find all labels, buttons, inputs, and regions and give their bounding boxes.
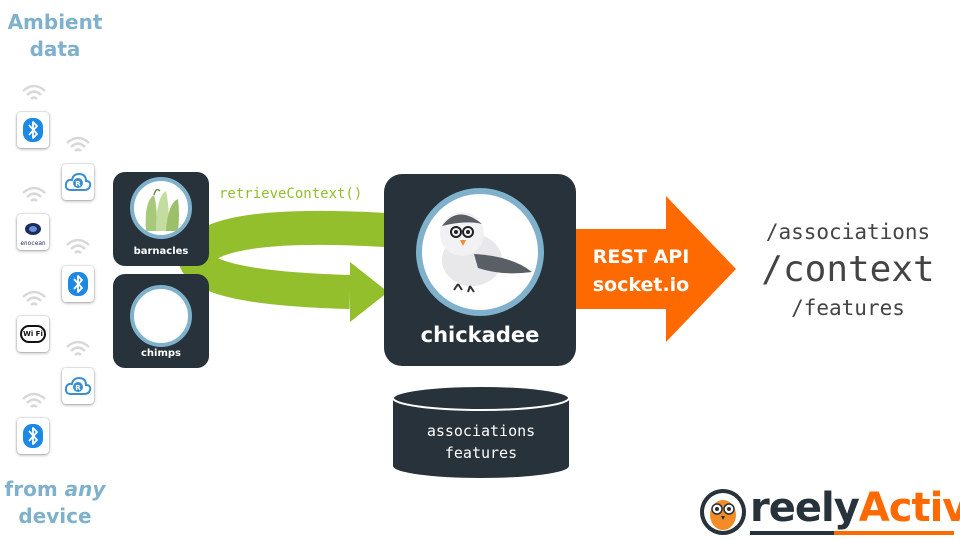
chickadee-label: chickadee <box>420 323 540 347</box>
signal-icon <box>66 136 90 152</box>
rest-api-label: REST API <box>592 246 690 268</box>
reelyactive-wordmark: reelyActive <box>750 485 960 531</box>
wifi-device: Wi Fi <box>17 316 49 352</box>
reelyactive-device: R <box>62 164 94 200</box>
barnacles-module: barnacles <box>113 172 209 266</box>
caption-line: from any <box>0 476 110 503</box>
chimps-module: chimps <box>113 274 209 368</box>
features-route: /features <box>791 296 905 320</box>
bluetooth-device <box>62 266 94 302</box>
chimps-label: chimps <box>140 348 181 359</box>
signal-icon <box>22 290 46 306</box>
barnacles-label: barnacles <box>133 246 189 257</box>
signal-icon <box>22 392 46 408</box>
bluetooth-icon <box>68 272 88 296</box>
context-route: /context <box>761 249 935 290</box>
ambient-data-caption: Ambient data <box>0 9 110 63</box>
database-cylinder <box>392 385 570 478</box>
retrieve-context-label: retrieveContext() <box>219 186 363 202</box>
caption-line: device <box>18 504 92 528</box>
caption-line: Ambient <box>7 10 103 34</box>
chickadee-module: chickadee <box>384 174 576 366</box>
chimps-icon <box>130 285 192 347</box>
bluetooth-device <box>17 112 49 148</box>
bluetooth-icon <box>23 118 43 142</box>
barnacles-icon <box>130 177 192 239</box>
svg-text:R: R <box>75 384 81 392</box>
enocean-icon <box>25 223 41 235</box>
api-label: REST API socket.io <box>581 243 701 299</box>
any-device-caption: from any device <box>0 476 110 530</box>
bluetooth-device <box>17 418 49 454</box>
signal-icon <box>22 186 46 202</box>
socketio-label: socket.io <box>592 274 690 296</box>
associations-route: /associations <box>765 220 931 244</box>
signal-icon <box>66 238 90 254</box>
db-features-label: features <box>444 444 518 462</box>
db-associations-label: associations <box>426 422 536 440</box>
signal-icon <box>66 340 90 356</box>
database-label: associations features <box>391 420 571 464</box>
caption-line: data <box>29 37 81 61</box>
brand-prefix: reely <box>750 485 860 531</box>
signal-icon <box>22 84 46 100</box>
enocean-device: enocean <box>17 214 49 250</box>
reelyactive-logo-icon <box>700 489 746 535</box>
svg-text:R: R <box>75 180 81 188</box>
reelyactive-cloud-icon: R <box>64 376 92 395</box>
enocean-label: enocean <box>20 240 46 247</box>
api-arrow <box>570 196 736 342</box>
brand-underline <box>750 531 954 535</box>
brand-suffix: Active <box>858 485 960 531</box>
chickadee-icon <box>416 188 544 316</box>
caption-emphasis: any <box>64 477 106 501</box>
bluetooth-icon <box>23 424 43 448</box>
caption-prefix: from <box>4 477 65 501</box>
reelyactive-device: R <box>62 368 94 404</box>
wifi-label: Wi Fi <box>23 330 43 338</box>
wifi-icon: Wi Fi <box>20 325 46 343</box>
reelyactive-cloud-icon: R <box>64 172 92 191</box>
